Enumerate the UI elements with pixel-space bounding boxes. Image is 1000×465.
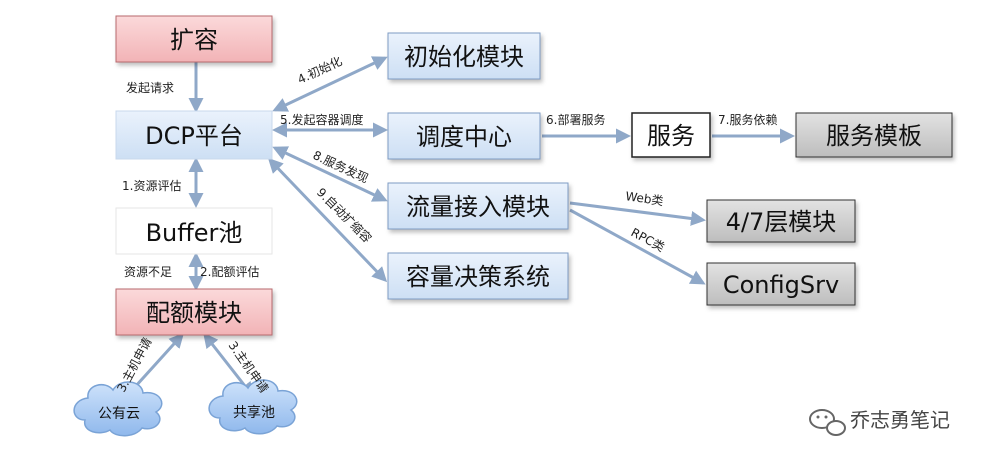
node-init: 初始化模块 xyxy=(387,32,541,80)
label-deploy: 6.部署服务 xyxy=(546,112,605,127)
node-template: 服务模板 xyxy=(795,112,953,158)
node-buffer-label: Buffer池 xyxy=(146,219,243,247)
label-eval: 1.资源评估 xyxy=(122,179,181,193)
label-schedule: 5.发起容器调度 xyxy=(280,112,363,127)
label-quota-eval: 2.配额评估 xyxy=(200,265,259,279)
watermark-text: 乔志勇笔记 xyxy=(850,408,950,432)
node-quota-label: 配额模块 xyxy=(146,299,242,327)
node-traffic: 流量接入模块 xyxy=(387,182,569,230)
node-buffer: Buffer池 xyxy=(115,207,273,255)
node-quota: 配额模块 xyxy=(115,288,273,336)
node-dcp-label: DCP平台 xyxy=(145,122,243,150)
arrow-rpc xyxy=(569,208,706,285)
node-template-label: 服务模板 xyxy=(826,122,922,150)
label-depend: 7.服务依赖 xyxy=(718,112,777,127)
label-web: Web类 xyxy=(625,189,665,208)
node-expand-label: 扩容 xyxy=(170,26,218,54)
node-configsrv: ConfigSrv xyxy=(706,262,856,306)
watermark: 乔志勇笔记 xyxy=(809,408,950,436)
arrow-web xyxy=(569,201,706,226)
cloud-public: 公有云 xyxy=(73,381,163,437)
node-init-label: 初始化模块 xyxy=(404,43,524,71)
label-insufficient: 资源不足 xyxy=(124,265,172,279)
cloud-shared: 共享池 xyxy=(208,379,298,435)
arrow-autoscale xyxy=(267,157,388,283)
cloud-shared-label: 共享池 xyxy=(233,404,275,421)
node-schedule: 调度中心 xyxy=(387,112,541,160)
node-service: 服务 xyxy=(631,112,711,158)
node-capacity-label: 容量决策系统 xyxy=(406,263,550,291)
node-layer-label: 4/7层模块 xyxy=(726,208,837,236)
node-expand: 扩容 xyxy=(115,15,273,63)
node-schedule-label: 调度中心 xyxy=(416,123,512,151)
node-layer: 4/7层模块 xyxy=(706,199,856,243)
label-rpc: RPC类 xyxy=(629,225,667,254)
node-configsrv-label: ConfigSrv xyxy=(723,271,839,299)
node-capacity: 容量决策系统 xyxy=(387,252,569,300)
label-request: 发起请求 xyxy=(126,80,174,95)
arrow-init xyxy=(272,56,388,112)
arrows xyxy=(122,56,795,401)
node-service-label: 服务 xyxy=(647,122,695,150)
node-traffic-label: 流量接入模块 xyxy=(406,193,550,221)
cloud-public-label: 公有云 xyxy=(98,406,140,422)
node-dcp: DCP平台 xyxy=(115,110,273,160)
wechat-icon xyxy=(809,409,846,436)
